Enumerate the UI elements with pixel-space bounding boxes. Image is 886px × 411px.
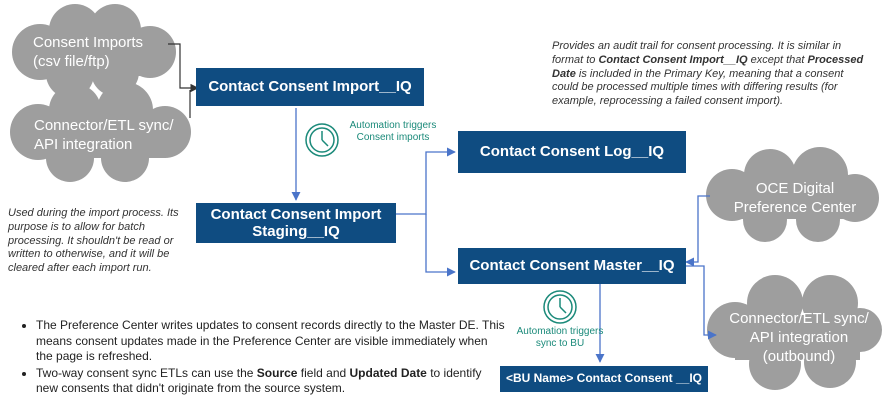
- box-bu-contact-consent-label: <BU Name> Contact Consent __IQ: [505, 371, 703, 386]
- automation-consent-imports-label: Automation triggers Consent imports: [338, 120, 448, 144]
- arrow-master-to-outbound: [686, 265, 717, 340]
- bullet-2-part2: field and: [297, 365, 350, 380]
- box-contact-consent-import-staging: Contact Consent Import Staging__IQ: [196, 203, 396, 243]
- note-log-part1: Provides an audit trail for consent proc…: [552, 40, 842, 66]
- note-log-audit-trail: Provides an audit trail for consent proc…: [552, 40, 870, 109]
- cloud-consent-imports: [12, 4, 176, 98]
- cloud-connector-outbound-line3: (outbound): [762, 347, 836, 365]
- cloud-connector-inbound-label: Connector/ETL sync/ API integration: [34, 117, 174, 155]
- arrow-staging-to-log: [396, 147, 456, 215]
- cloud-connector-etl-outbound: [707, 275, 882, 390]
- bullet-2-bold1: Source: [256, 365, 298, 380]
- bullet-2-part3: to identify new consents that didn't ori…: [36, 365, 482, 396]
- box-contact-consent-log-label: Contact Consent Log__IQ: [479, 143, 665, 161]
- cloud-oce-digital: [706, 147, 879, 242]
- cloud-connector-inbound-line2: API integration: [34, 135, 133, 153]
- note-log-part2: except that: [747, 53, 808, 66]
- box-contact-consent-master: Contact Consent Master__IQ: [458, 248, 686, 284]
- clock-icon-bu: [543, 290, 577, 324]
- box-contact-consent-master-label: Contact Consent Master__IQ: [469, 257, 675, 275]
- box-staging-line2: Staging__IQ: [252, 223, 340, 240]
- automation-sync-bu-label: Automation triggers sync to BU: [500, 326, 620, 350]
- automation-sync-bu-line1: Automation triggers: [516, 326, 604, 337]
- bullet-2-bold2: Updated Date: [349, 365, 427, 380]
- cloud-oce-digital-line1: OCE Digital: [755, 180, 835, 197]
- cloud-oce-digital-label: OCE Digital Preference Center: [730, 180, 860, 218]
- box-staging-line1: Contact Consent Import: [210, 205, 382, 223]
- bullet-1-text: The Preference Center writes updates to …: [36, 318, 505, 364]
- cloud-connector-outbound-label: Connector/ETL sync/ API integration (out…: [724, 310, 874, 366]
- automation-sync-bu-line2: sync to BU: [535, 338, 585, 349]
- bullet-item-1: The Preference Center writes updates to …: [36, 318, 506, 365]
- box-contact-consent-import-label: Contact Consent Import__IQ: [208, 78, 412, 96]
- bullet-2-part1: Two-way consent sync ETLs can use the: [36, 365, 257, 380]
- cloud-connector-outbound-line1: Connector/ETL sync/: [729, 310, 869, 327]
- cloud-oce-digital-line2: Preference Center: [733, 198, 857, 216]
- cloud-consent-imports-line2: (csv file/ftp): [33, 52, 110, 70]
- clock-icon-import: [305, 123, 339, 157]
- arrow-imports-to-import: [168, 43, 199, 93]
- note-staging-text: Used during the import process. Its purp…: [8, 207, 179, 274]
- automation-consent-imports-line2: Consent imports: [356, 132, 430, 143]
- automation-consent-imports-line1: Automation triggers: [349, 120, 437, 131]
- cloud-connector-inbound-line1: Connector/ETL sync/: [34, 117, 174, 134]
- note-staging-usage: Used during the import process. Its purp…: [8, 207, 193, 276]
- note-log-part3: is included in the Primary Key, meaning …: [552, 67, 844, 108]
- note-log-bold2: Processed Date: [552, 53, 864, 80]
- cloud-consent-imports-line1: Consent Imports: [33, 34, 144, 51]
- bullet-list: The Preference Center writes updates to …: [18, 318, 506, 398]
- arrow-oce-to-master: [685, 195, 710, 267]
- bullet-item-2: Two-way consent sync ETLs can use the So…: [36, 366, 506, 397]
- cloud-consent-imports-label: Consent Imports (csv file/ftp): [33, 34, 143, 72]
- cloud-connector-outbound-line2: API integration: [749, 328, 849, 346]
- box-bu-contact-consent: <BU Name> Contact Consent __IQ: [500, 366, 708, 392]
- arrow-staging-to-master: [425, 214, 456, 277]
- cloud-connector-etl-inbound: [10, 82, 191, 182]
- box-contact-consent-import: Contact Consent Import__IQ: [196, 68, 424, 106]
- box-contact-consent-log: Contact Consent Log__IQ: [458, 131, 686, 173]
- note-log-bold1: Contact Consent Import__IQ: [598, 53, 748, 66]
